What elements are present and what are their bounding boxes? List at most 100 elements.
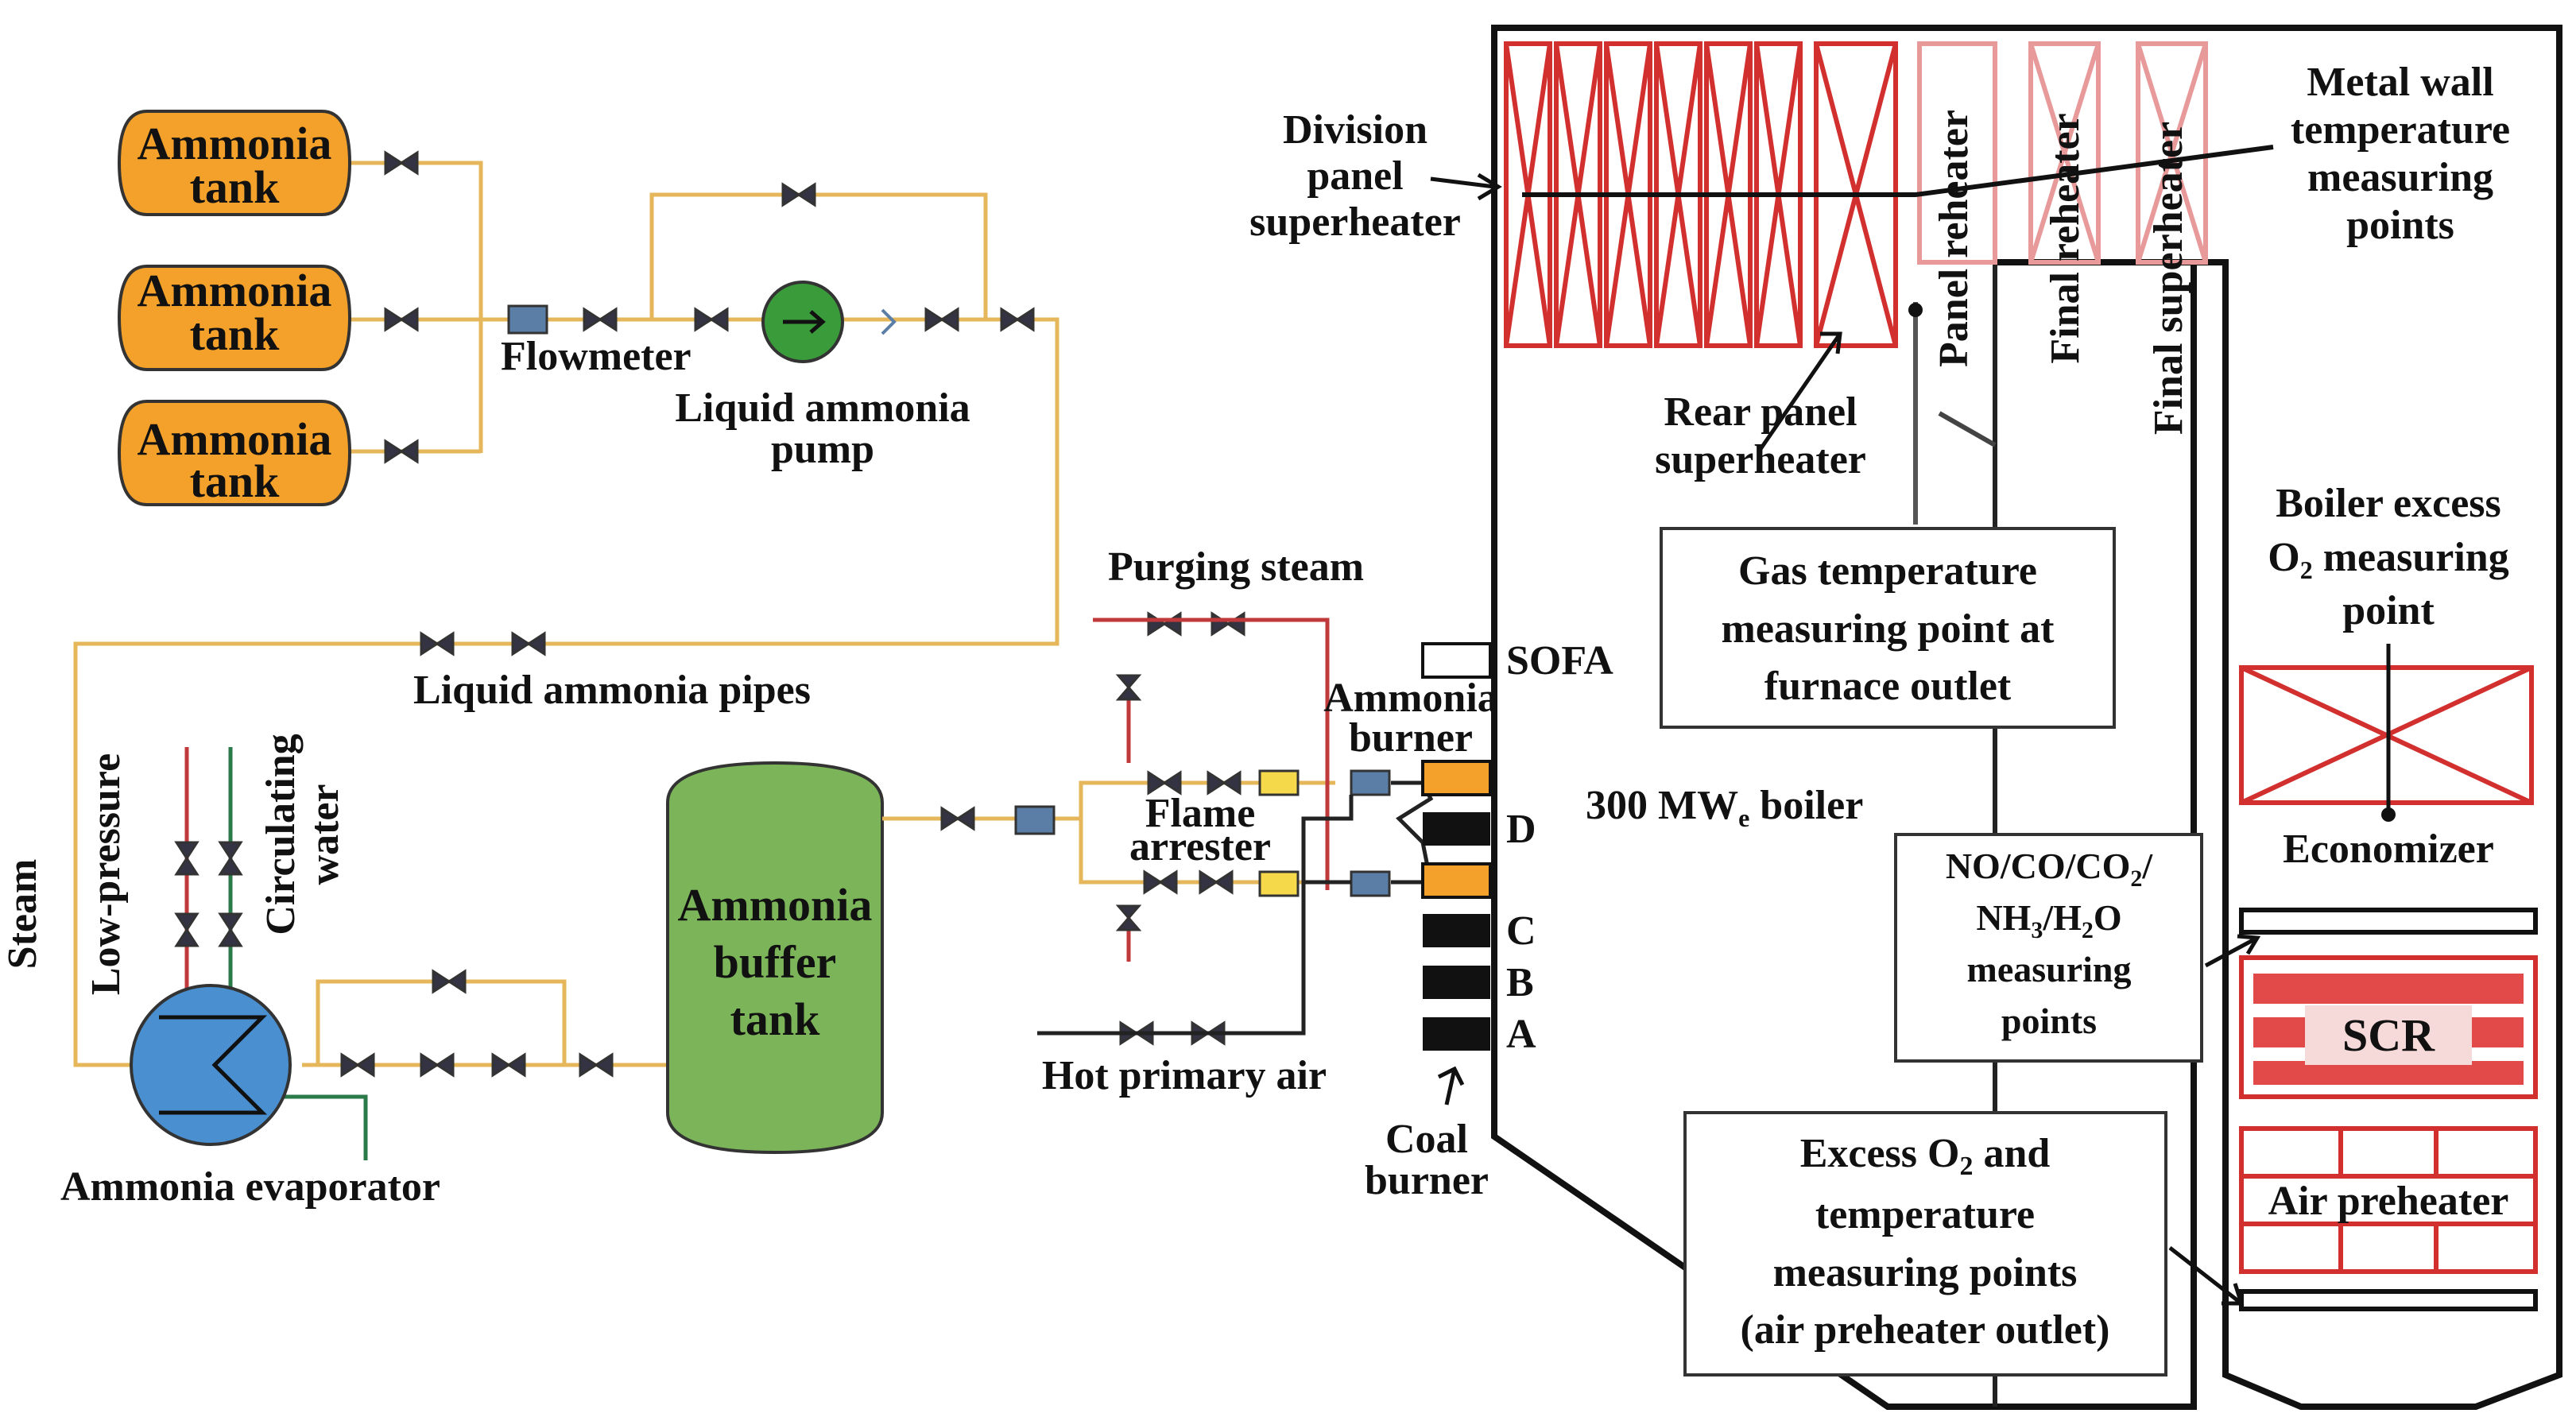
ammonia-tank-2: Ammonia tank	[117, 265, 352, 371]
hot-primary-air-label: Hot primary air	[1042, 1053, 1327, 1098]
valve-icon	[924, 307, 959, 332]
tank-2-label-line1: Ammonia	[138, 265, 332, 316]
gas-composition-line3: measuring	[1967, 949, 2132, 989]
valve-icon	[384, 439, 419, 464]
coal-burner-label-line2: burner	[1365, 1158, 1489, 1203]
buffer-tank-label-line1: Ammonia	[678, 879, 873, 931]
gas-probe-point	[1908, 303, 1923, 317]
excess-o2-line4: (air preheater outlet)	[1741, 1307, 2110, 1353]
steam-label: Steam	[0, 859, 45, 970]
burners	[1421, 642, 1492, 1105]
circulating-label-line1: Circulating	[258, 734, 304, 935]
valve-icon	[583, 307, 618, 332]
arrow-icon	[2204, 934, 2261, 968]
valve-icon	[340, 1052, 375, 1078]
valve-icon	[1000, 307, 1035, 332]
purging-steam-label: Purging steam	[1108, 544, 1364, 590]
arrow-icon	[2168, 1246, 2245, 1306]
economizer-label: Economizer	[2283, 827, 2494, 872]
valve-icon	[384, 150, 419, 176]
pump-label-line1: Liquid ammonia	[675, 385, 970, 431]
panel-reheater-label: Panel reheater	[1931, 110, 1977, 367]
air-preheater	[2239, 1126, 2538, 1311]
check-valve-icon	[881, 308, 897, 335]
air-preheater-label: Air preheater	[2268, 1179, 2509, 1224]
valve-icon	[432, 969, 467, 994]
rear-panel-label-line2: superheater	[1655, 437, 1866, 482]
evaporator-valves	[174, 841, 243, 947]
valve-icon	[1147, 770, 1182, 796]
arrow-icon	[1758, 331, 1842, 451]
ammonia-tank-3: Ammonia tank	[117, 400, 352, 507]
layer-a-label: A	[1506, 1012, 1536, 1057]
valve-icon	[1199, 869, 1234, 895]
coal-burner-d	[1423, 812, 1490, 846]
layer-c-label: C	[1506, 908, 1536, 954]
flowmeter-symbols	[507, 304, 1391, 897]
rear-panel-label-line1: Rear panel	[1664, 389, 1857, 435]
gas-composition-line4: points	[2001, 1001, 2097, 1041]
ammonia-tank-1: Ammonia tank	[117, 110, 352, 216]
metal-wall-label-line2: temperature	[2291, 107, 2510, 153]
ammonia-evaporator	[130, 984, 292, 1146]
flame-arrester-label-line1: Flame	[1145, 791, 1256, 836]
valve-icon	[781, 182, 816, 207]
valve-icon	[174, 841, 199, 876]
tank-1-label-line2: tank	[190, 161, 281, 213]
valve-icon	[694, 307, 729, 332]
gas-annotation-line2: measuring point at	[1722, 606, 2055, 652]
metal-wall-measuring-line	[1522, 145, 2274, 197]
valve-icon	[491, 1052, 526, 1078]
metal-wall-label-line3: measuring	[2307, 155, 2493, 200]
gas-annotation-line3: furnace outlet	[1764, 664, 2012, 709]
circulating-label-line2: water	[302, 784, 347, 885]
valve-icon	[420, 1052, 455, 1078]
flowmeter-icon	[507, 304, 548, 335]
buffer-tank-label-line2: buffer	[714, 936, 837, 988]
tank-1-label-line1: Ammonia	[138, 118, 332, 169]
tank-3-label-line2: tank	[190, 455, 281, 507]
flowmeter-icon	[1014, 805, 1056, 835]
gas-composition-line2: NH3/H2O	[1976, 897, 2121, 943]
arrow-icon	[1430, 172, 1502, 201]
valve-icon	[511, 631, 546, 656]
metal-wall-label-line4: points	[2346, 203, 2454, 248]
evaporator-label: Ammonia evaporator	[60, 1164, 440, 1210]
flowmeter-icon	[1350, 769, 1391, 796]
coal-burner-label-line1: Coal	[1385, 1117, 1468, 1162]
gas-temperature-annotation	[1660, 527, 2116, 729]
excess-o2-annotation	[1683, 1111, 2167, 1376]
economizer	[2239, 644, 2534, 822]
valve-icon	[579, 1052, 614, 1078]
division-label-line2: panel	[1307, 153, 1403, 199]
valve-icon	[174, 912, 199, 947]
valve-icon	[1115, 904, 1142, 931]
ammonia-burner-label-line1: Ammonia	[1323, 676, 1498, 721]
metal-wall-label-line1: Metal wall	[2307, 60, 2493, 105]
o2-label-line1: Boiler excess	[2276, 481, 2501, 526]
reheaters	[1917, 41, 2208, 265]
coal-burner-b	[1423, 966, 1490, 999]
ammonia-burner-lower	[1421, 862, 1492, 899]
flame-arrester-icon	[1258, 870, 1300, 897]
valve-icon	[1147, 611, 1182, 637]
tank-2-label-line2: tank	[190, 308, 281, 360]
gas-composition-annotation	[1894, 833, 2203, 1063]
coal-burner-a	[1423, 1017, 1490, 1051]
valve-icon	[1207, 770, 1242, 796]
gas-composition-line1: NO/CO/CO2/	[1946, 846, 2154, 892]
liquid-ammonia-pump	[761, 281, 897, 363]
flame-arrester-label-line2: arrester	[1129, 824, 1271, 869]
scr-unit	[2239, 908, 2538, 1099]
final-reheater-label: Final reheater	[2043, 113, 2088, 363]
vertical-valves	[1115, 674, 1142, 931]
valve-icon	[1143, 869, 1178, 895]
sofa-burner	[1421, 642, 1492, 679]
ammonia-buffer-tank	[666, 761, 894, 1155]
division-label-line3: superheater	[1249, 199, 1461, 245]
flame-arrester-icon	[1258, 769, 1300, 796]
excess-o2-line3: measuring points	[1773, 1250, 2078, 1295]
gas-annotation-line1: Gas temperature	[1738, 548, 2037, 594]
